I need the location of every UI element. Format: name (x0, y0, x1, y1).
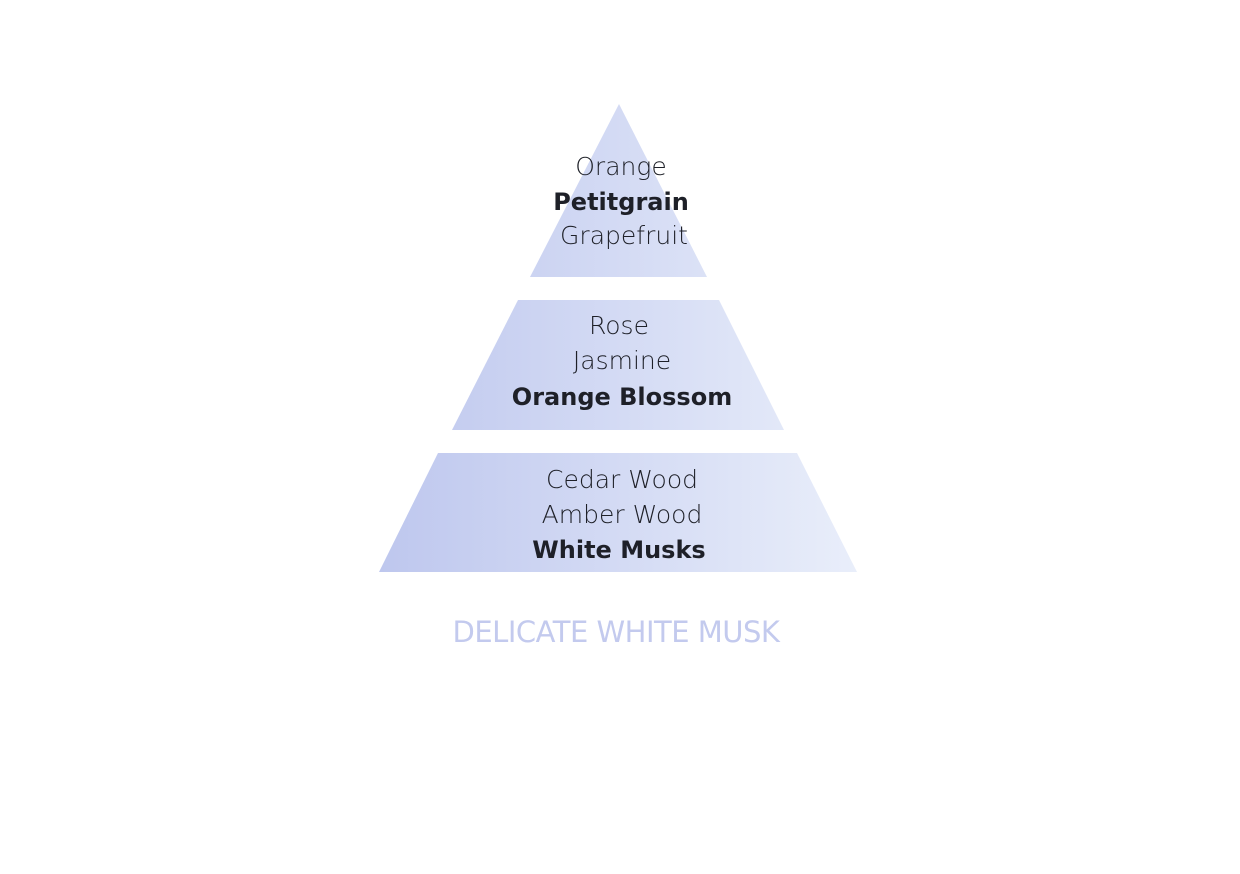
top-note: Grapefruit (560, 221, 688, 250)
base-note: Amber Wood (542, 500, 703, 529)
top-note: Orange (575, 152, 667, 181)
heart-note: Jasmine (573, 346, 671, 375)
fragrance-title: DELICATE WHITE MUSK (453, 615, 781, 649)
base-note: Cedar Wood (546, 465, 698, 494)
base-note: White Musks (532, 536, 705, 564)
heart-note: Orange Blossom (512, 383, 732, 411)
pyramid-base-tier (379, 453, 857, 572)
pyramid-top-tier (530, 104, 707, 277)
heart-note: Rose (589, 311, 649, 340)
top-note: Petitgrain (553, 188, 689, 216)
pyramid-heart-tier (452, 300, 784, 430)
